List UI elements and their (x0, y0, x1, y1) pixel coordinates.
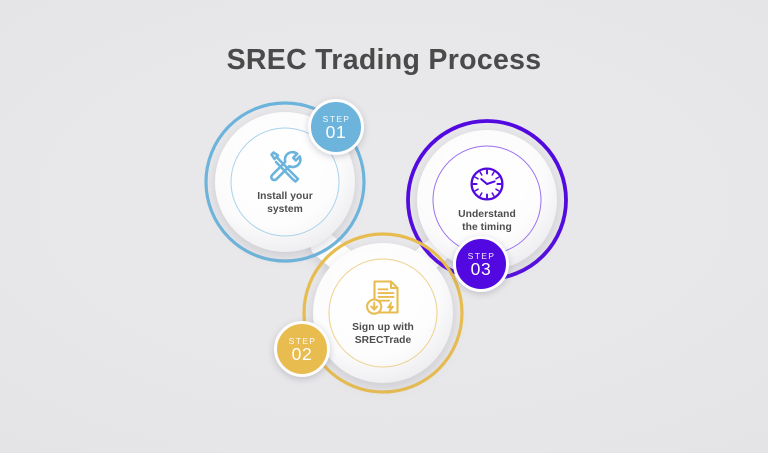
step-02-badge[interactable]: STEP 02 (274, 321, 330, 377)
step1-outer-ring (204, 101, 366, 263)
node-step-02[interactable] (302, 232, 464, 394)
page-title: SREC Trading Process (226, 44, 542, 76)
step-03-badge-number: 03 (470, 258, 492, 279)
step-02-badge-word: STEP (288, 335, 317, 346)
step2-outer-ring (302, 232, 464, 394)
step2-inner-circle (328, 258, 438, 368)
step-01-badge-word: STEP (322, 113, 351, 124)
step-03-badge[interactable]: STEP 03 (453, 236, 509, 292)
step-03-badge-word: STEP (467, 250, 496, 261)
step-02-badge-number: 02 (291, 343, 313, 364)
step-01-badge-number: 01 (325, 121, 347, 142)
step-01-badge[interactable]: STEP 01 (308, 99, 364, 155)
